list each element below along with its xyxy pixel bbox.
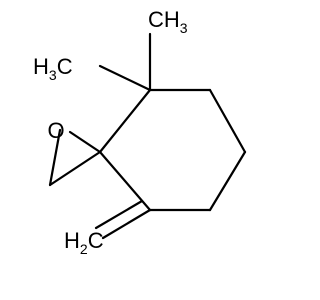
bond-quat-methyl-left [98, 64, 152, 92]
molecule-canvas: O CH3 H3C H2C [33, 7, 247, 257]
bond-methylene-2 [94, 199, 144, 230]
structure-diagram: O CH3 H3C H2C [33, 7, 247, 257]
methylene-label: H2C [64, 228, 104, 257]
bond-o-ch2 [48, 128, 62, 187]
methylene-main: H [64, 228, 80, 253]
methyl-left-tail: C [57, 54, 73, 79]
bond-spiro-quat [98, 88, 152, 154]
methyl-top-right-sub: 3 [180, 20, 188, 36]
bond-methylene-1 [101, 208, 152, 240]
methyl-left-main: H [33, 54, 49, 79]
methylene-tail: C [88, 228, 104, 253]
methyl-top-right-main: CH [148, 7, 180, 32]
methyl-left-label: H3C [33, 54, 73, 83]
bond-ch2-spiro [48, 150, 102, 187]
bond-c3-c4 [208, 88, 247, 154]
methyl-left-sub: 3 [49, 67, 57, 83]
bond-o-spiro [68, 130, 102, 154]
methylene-sub: 2 [80, 241, 88, 257]
bond-c4-c5 [208, 150, 247, 212]
bond-group [48, 32, 247, 240]
oxygen-atom-label: O [47, 118, 64, 143]
methyl-top-right-label: CH3 [148, 7, 188, 36]
